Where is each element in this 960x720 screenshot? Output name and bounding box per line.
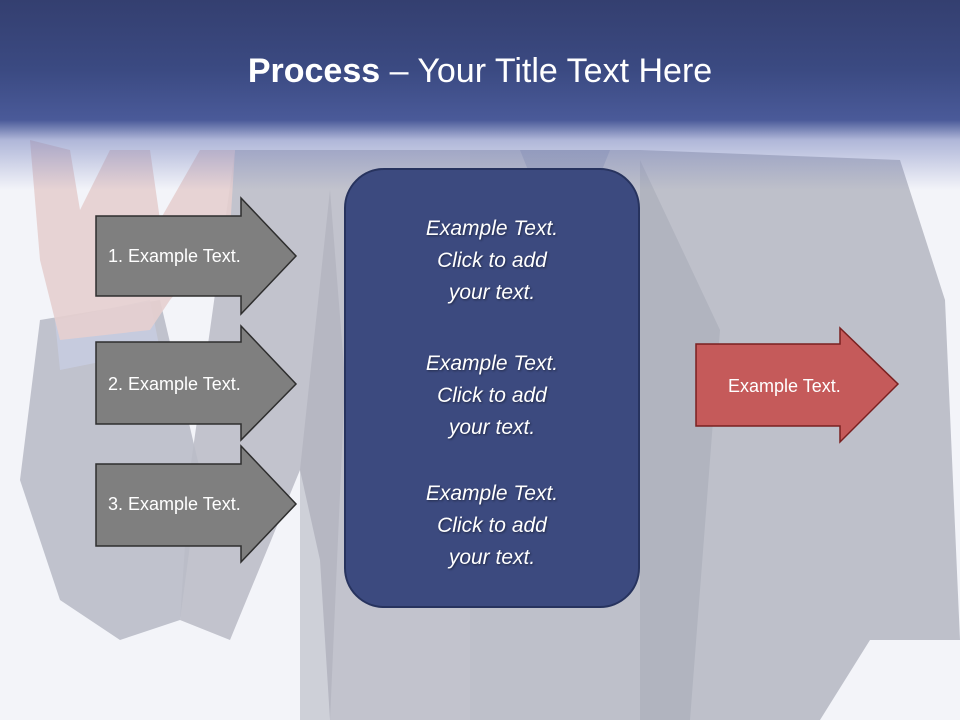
left-arrow-2[interactable]: 2. Example Text. [95, 324, 298, 442]
center-text-line: Example Text. [425, 352, 559, 375]
center-text-line: Click to add [437, 514, 547, 537]
center-text-line: Example Text. [425, 217, 559, 240]
center-text-line: Example Text. [425, 482, 559, 505]
center-text-line: Click to add [437, 384, 547, 407]
center-text-block-1[interactable]: Example Text. Click to add your text. [344, 213, 640, 309]
center-text-line: your text. [448, 416, 536, 439]
arrow-shape [95, 324, 298, 442]
arrow-shape [695, 326, 900, 444]
center-text-line: your text. [448, 546, 536, 569]
title-band [0, 0, 960, 190]
slide-title: Process – Your Title Text Here [0, 52, 960, 91]
right-arrow-label: Example Text. [728, 375, 841, 396]
center-content-box[interactable] [344, 168, 640, 608]
slide-title-rest: – Your Title Text Here [380, 52, 713, 90]
left-arrow-3[interactable]: 3. Example Text. [95, 444, 298, 564]
center-text-block-3[interactable]: Example Text. Click to add your text. [344, 478, 640, 574]
center-text-line: your text. [448, 281, 536, 304]
left-arrow-2-label: 2. Example Text. [108, 373, 241, 394]
center-text-block-2[interactable]: Example Text. Click to add your text. [344, 348, 640, 444]
left-arrow-3-label: 3. Example Text. [108, 493, 241, 514]
left-arrow-1[interactable]: 1. Example Text. [95, 196, 298, 316]
center-text-line: Click to add [437, 249, 547, 272]
arrow-shape [95, 444, 298, 564]
right-arrow[interactable]: Example Text. [695, 326, 900, 444]
left-arrow-1-label: 1. Example Text. [108, 245, 241, 266]
arrow-shape [95, 196, 298, 316]
slide-title-bold: Process [247, 52, 381, 90]
